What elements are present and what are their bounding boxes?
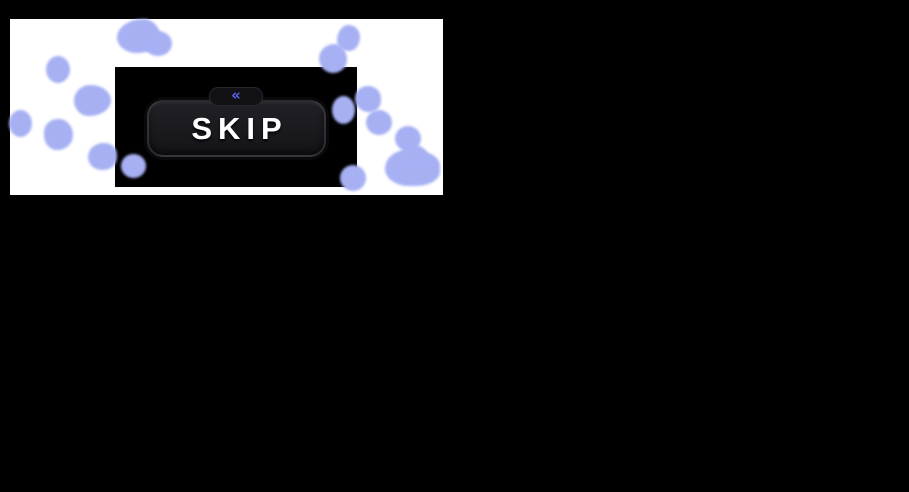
skip-label: SKIP — [191, 110, 288, 146]
double-chevron-left-icon: « — [231, 86, 241, 104]
skip-button[interactable]: SKIP — [147, 100, 326, 157]
ad-overlay: « SKIP — [115, 67, 357, 187]
game-panel: « SKIP — [10, 19, 443, 195]
collapse-button[interactable]: « — [209, 87, 263, 106]
